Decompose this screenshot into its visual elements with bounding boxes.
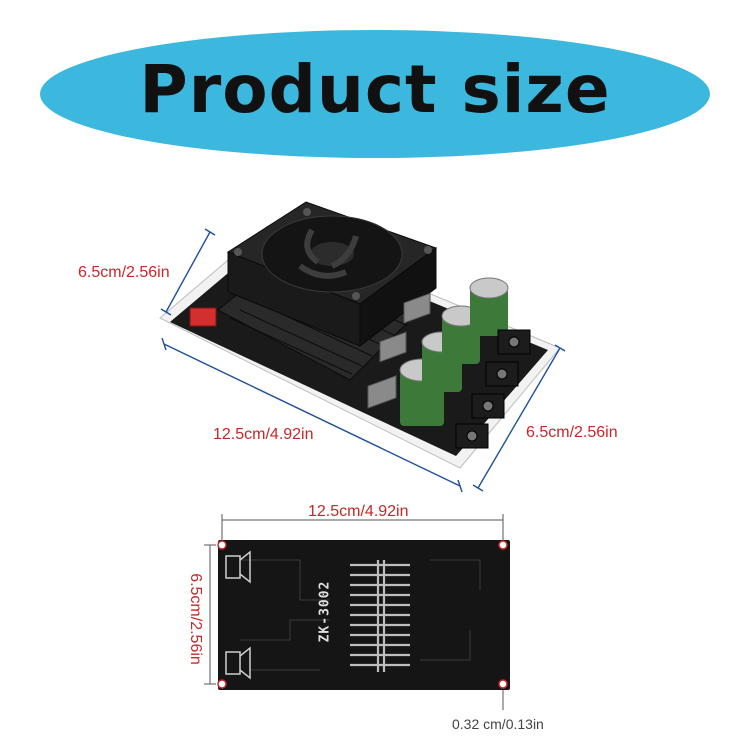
top-length-dimension-label: 12.5cm/4.92in [213, 426, 314, 443]
top-height-dimension-label: 6.5cm/2.56in [78, 264, 170, 281]
cooling-fan [226, 201, 438, 348]
capacitors [399, 277, 509, 426]
pcb-traces [240, 559, 481, 671]
board-marking: ZK-3002 [317, 580, 333, 643]
heat-pad-pattern [350, 560, 410, 672]
banner-ellipse [40, 30, 710, 158]
terminal-blocks [455, 329, 531, 449]
speaker-symbols [225, 550, 251, 680]
dimension-lines-top [160, 228, 566, 493]
bottom-length-dimension-label: 12.5cm/4.92in [308, 503, 409, 520]
mount-holes [217, 540, 508, 689]
page-title: Product size [139, 51, 611, 128]
inductors [367, 292, 431, 409]
top-width-dimension-label: 6.5cm/2.56in [526, 424, 618, 441]
bottom-height-dimension-label: 6.5cm/2.56in [187, 573, 204, 665]
hole-diameter-label: 0.32 cm/0.13in [452, 716, 544, 732]
dimension-lines-bottom [204, 514, 504, 710]
input-connector [189, 307, 217, 327]
